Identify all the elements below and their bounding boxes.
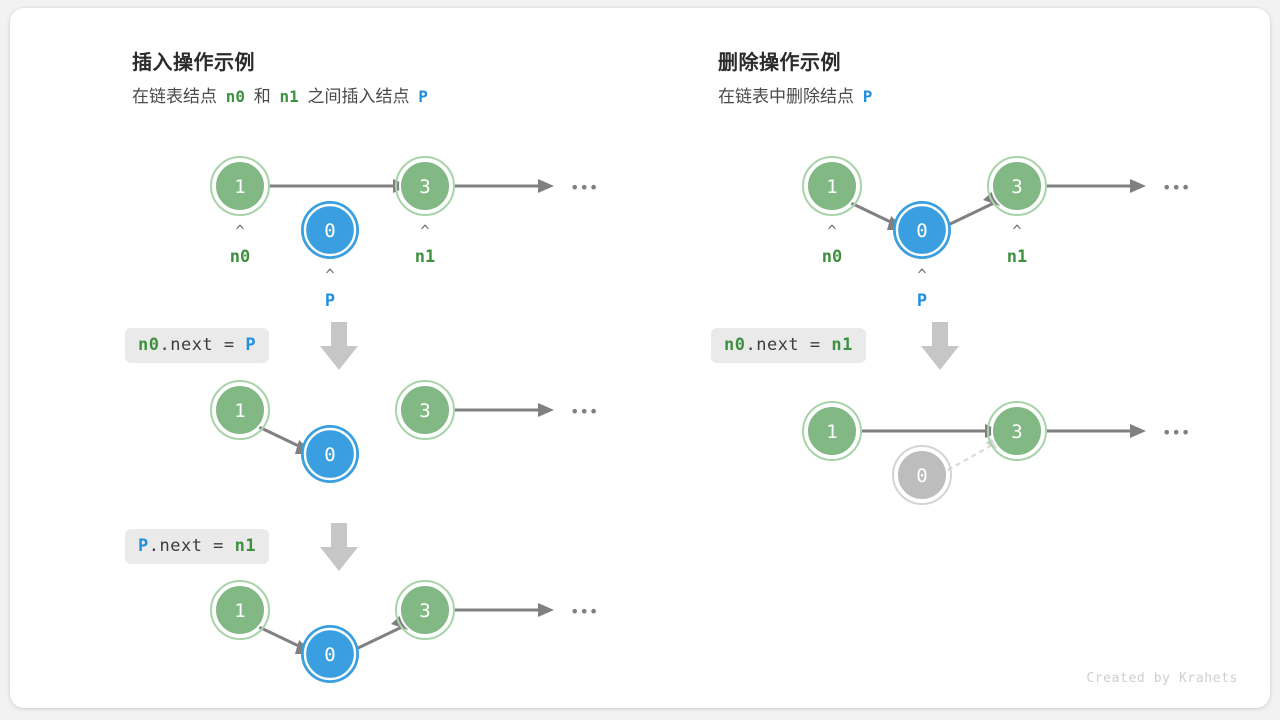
caret-icon-n0: ^ <box>235 222 244 240</box>
node-value: 1 <box>826 421 837 443</box>
insert-panel-subtitle: 在链表结点 n0 和 n1 之间插入结点 P <box>132 82 432 107</box>
insert-row-after-2: 1 0 3 ••• <box>210 570 710 690</box>
node-value: 1 <box>234 400 245 422</box>
node-n1: 3 <box>395 156 455 216</box>
node-value: 1 <box>826 176 837 198</box>
subtitle-code-p: P <box>418 87 428 106</box>
node-deleted: 0 <box>892 445 952 505</box>
node-value: 3 <box>1011 421 1022 443</box>
ellipsis-dots: ••• <box>570 178 598 197</box>
code-token-n1: n1 <box>831 335 853 355</box>
caret-icon-n0: ^ <box>827 222 836 240</box>
caret-icon-n1: ^ <box>1012 222 1021 240</box>
down-arrow-icon <box>320 322 358 370</box>
credit-text: Created by Krahets <box>1086 671 1238 686</box>
delete-step-arrow <box>916 320 966 372</box>
delete-panel: 删除操作示例 在链表中删除结点 P 1 <box>706 8 1266 708</box>
ellipsis-dots: ••• <box>1162 423 1190 442</box>
node-value: 1 <box>234 600 245 622</box>
down-arrow-icon <box>320 523 358 571</box>
delete-row-after: 1 0 3 ••• <box>802 391 1280 521</box>
node-p: 0 <box>301 201 359 259</box>
node-n1: 3 <box>987 401 1047 461</box>
node-value: 0 <box>324 444 335 466</box>
node-n0: 1 <box>802 156 862 216</box>
subtitle-text-1: 在链表中删除结点 <box>718 87 854 106</box>
pointer-label-n0: n0 <box>822 247 842 267</box>
node-n0: 1 <box>210 380 270 440</box>
node-value: 0 <box>916 465 927 487</box>
arrowhead-n1-tail <box>1130 179 1146 193</box>
delete-panel-subtitle: 在链表中删除结点 P <box>718 82 876 107</box>
arrow-line-n0-p <box>258 425 306 451</box>
insert-panel-title: 插入操作示例 <box>132 52 255 74</box>
node-value: 3 <box>1011 176 1022 198</box>
node-p: 0 <box>893 201 951 259</box>
insert-step-1-code: n0.next = P <box>125 328 270 363</box>
subtitle-text-2: 和 <box>253 87 271 106</box>
node-value: 0 <box>324 644 335 666</box>
subtitle-text-3: 之间插入结点 <box>307 87 410 106</box>
node-p: 0 <box>301 425 359 483</box>
arrowhead-n1-tail <box>1130 424 1146 438</box>
caret-icon-p: ^ <box>325 266 334 284</box>
insert-step-1-arrow <box>315 320 365 372</box>
node-p: 0 <box>301 625 359 683</box>
ellipsis-dots: ••• <box>1162 178 1190 197</box>
node-value: 3 <box>419 176 430 198</box>
insert-panel: 插入操作示例 在链表结点 n0 和 n1 之间插入结点 P <box>120 8 700 708</box>
caret-icon-n1: ^ <box>420 222 429 240</box>
code-token-n0: n0 <box>138 335 160 355</box>
insert-step-2-arrow <box>315 521 365 573</box>
code-token-n1: n1 <box>234 536 257 556</box>
down-arrow-icon <box>921 322 959 370</box>
delete-row-before: 1 ^ n0 0 ^ P 3 ^ <box>802 146 1280 326</box>
subtitle-code-p: P <box>862 87 873 106</box>
pointer-label-p: P <box>325 291 335 311</box>
diagram-card: 插入操作示例 在链表结点 n0 和 n1 之间插入结点 P <box>10 8 1270 708</box>
subtitle-text-1: 在链表结点 <box>132 87 217 106</box>
caret-icon-p: ^ <box>917 266 926 284</box>
node-n0: 1 <box>210 580 270 640</box>
arrowhead-n1-tail <box>538 403 554 417</box>
pointer-label-p: P <box>917 291 927 311</box>
node-n1: 3 <box>987 156 1047 216</box>
insert-step-2-code: P.next = n1 <box>125 529 270 564</box>
insert-row-after-1: 1 0 3 ••• <box>210 370 710 490</box>
dashed-arrow-line-deleted-n1 <box>947 443 995 471</box>
node-value: 1 <box>234 176 245 198</box>
code-token-next: .next = <box>148 536 235 556</box>
arrowhead-n1-tail <box>538 179 554 193</box>
node-value: 3 <box>419 400 430 422</box>
node-value: 0 <box>324 220 335 242</box>
arrow-line-p-n1 <box>355 625 403 651</box>
code-token-n0: n0 <box>724 335 746 355</box>
insert-row-before: 1 ^ n0 0 ^ P 3 <box>210 146 710 316</box>
subtitle-code-n0: n0 <box>225 87 245 106</box>
delete-panel-title: 删除操作示例 <box>718 52 841 74</box>
pointer-label-n1: n1 <box>1007 247 1027 267</box>
node-value: 3 <box>419 600 430 622</box>
arrow-line-n0-p <box>258 625 306 651</box>
code-token-next: .next = <box>159 335 246 355</box>
node-n0: 1 <box>802 401 862 461</box>
arrow-line-n0-p <box>850 201 898 227</box>
subtitle-code-n1: n1 <box>279 87 299 106</box>
node-value: 0 <box>916 220 927 242</box>
code-token-p: P <box>245 335 257 355</box>
pointer-label-n0: n0 <box>230 247 250 267</box>
arrow-line-p-n1 <box>947 201 995 227</box>
node-n0: 1 <box>210 156 270 216</box>
ellipsis-dots: ••• <box>570 602 598 621</box>
pointer-label-n1: n1 <box>415 247 435 267</box>
node-n1: 3 <box>395 580 455 640</box>
code-token-next: .next = <box>745 335 832 355</box>
arrowhead-n1-tail <box>538 603 554 617</box>
code-token-p: P <box>138 536 149 556</box>
ellipsis-dots: ••• <box>570 402 598 421</box>
node-n1: 3 <box>395 380 455 440</box>
delete-step-code: n0.next = n1 <box>711 328 866 363</box>
